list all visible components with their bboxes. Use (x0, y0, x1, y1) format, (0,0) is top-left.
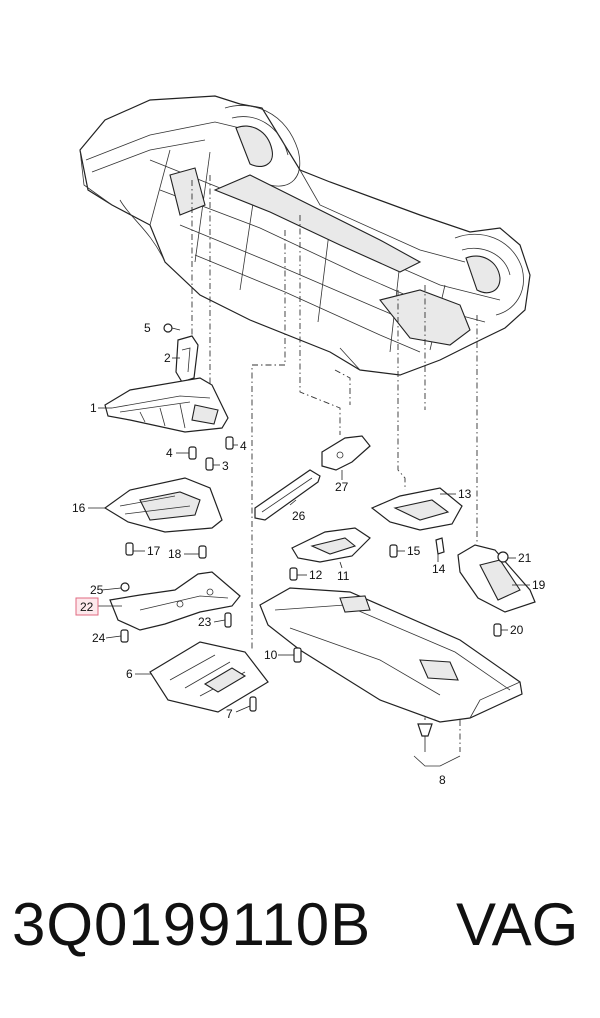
leader-lines (88, 357, 530, 752)
callout-23: 23 (198, 615, 212, 629)
bolt-10 (293, 647, 302, 663)
callout-14: 14 (432, 562, 446, 576)
callout-24: 24 (92, 631, 106, 645)
highlight-box (75, 597, 99, 616)
part-11-shield (291, 527, 371, 563)
callout-1: 1 (90, 401, 97, 415)
part-8-floor-undertray (259, 587, 523, 723)
part-16-undertray (103, 477, 223, 533)
callout-6: 6 (126, 667, 133, 681)
part-27-bracket (321, 435, 371, 471)
callout-26: 26 (292, 509, 306, 523)
callout-27: 27 (335, 480, 349, 494)
bolt-15 (389, 544, 398, 558)
part-26-strip (254, 469, 321, 521)
part-1-undertray (104, 377, 229, 433)
part-22-plate (109, 571, 241, 631)
callout-19: 19 (532, 578, 546, 592)
bolt-9 (417, 723, 433, 737)
bolt-12 (289, 567, 298, 581)
callout-5: 5 (144, 321, 151, 335)
brand-name: VAG (456, 891, 579, 958)
callout-13: 13 (458, 487, 472, 501)
bolts-3-4 (188, 436, 234, 471)
callout-4b: 4 (240, 439, 247, 453)
clip-14 (435, 537, 445, 555)
callout-3: 3 (222, 459, 229, 473)
part-13-shield (370, 487, 463, 531)
callout-labels: 1 2 3 4 4 5 6 7 8 10 11 12 13 14 15 16 1… (72, 321, 546, 787)
callout-18: 18 (168, 547, 182, 561)
callout-8: 8 (439, 773, 446, 787)
bolt-5 (163, 323, 181, 333)
bolts-20-21 (493, 551, 509, 637)
callout-16: 16 (72, 501, 86, 515)
callout-17: 17 (147, 544, 161, 558)
callout-11: 11 (337, 569, 350, 583)
part-6-tray (149, 641, 269, 713)
part-2-bracket (175, 335, 199, 383)
callout-12: 12 (309, 568, 323, 582)
bolt-7 (249, 696, 257, 712)
callout-4a: 4 (166, 446, 173, 460)
callout-20: 20 (510, 623, 524, 637)
footer: 3Q0199110B VAG (0, 890, 600, 990)
callout-7: 7 (226, 707, 233, 721)
bolts-23-24-25 (120, 582, 232, 643)
callout-21: 21 (518, 551, 532, 565)
callout-10: 10 (264, 648, 278, 662)
car-underbody (79, 95, 531, 376)
exploded-parts-diagram: 1 2 3 4 4 5 6 7 8 10 11 12 13 14 15 16 1… (72, 95, 546, 787)
callout-22: 22 (80, 600, 94, 614)
bolts-17-18 (125, 542, 207, 559)
part-19-shield (457, 544, 536, 613)
callout-15: 15 (407, 544, 421, 558)
callout-25: 25 (90, 583, 104, 597)
part-number: 3Q0199110B (12, 891, 372, 958)
callout-2: 2 (164, 351, 171, 365)
